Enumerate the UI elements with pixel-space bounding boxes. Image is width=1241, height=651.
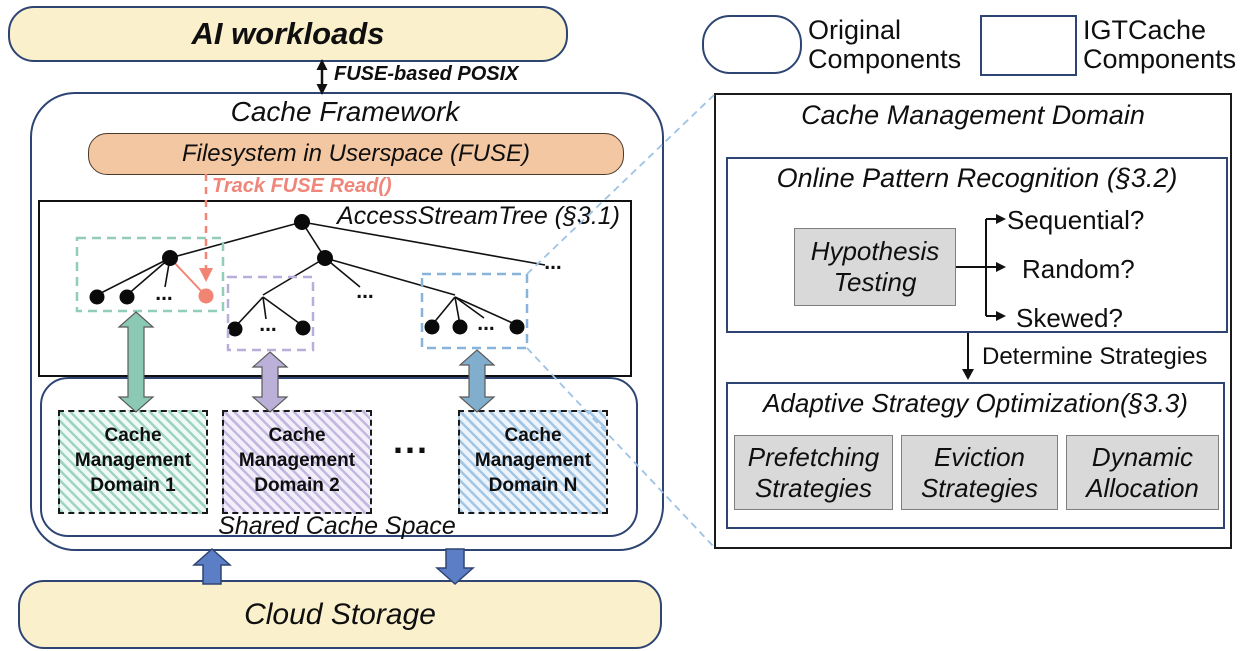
- legend-original-label: Original Components: [808, 15, 962, 74]
- cloud-storage-box: Cloud Storage: [18, 580, 662, 649]
- adaptive-strategy-optimization-box: [726, 382, 1225, 529]
- cache-management-domain-1: Cache Management Domain 1: [58, 410, 208, 514]
- hypothesis-testing-box: Hypothesis Testing: [794, 228, 956, 306]
- fuse-box: Filesystem in Userspace (FUSE): [88, 133, 624, 175]
- domain-line: Cache: [268, 425, 326, 446]
- eviction-strategies-box: Eviction Strategies: [901, 435, 1058, 510]
- tree-ellipsis: ...: [356, 280, 374, 303]
- online-pattern-recognition-box: [726, 157, 1228, 333]
- tree-ellipsis: ...: [477, 312, 495, 335]
- domain-line: Management: [474, 450, 592, 471]
- legend-original-shape: [702, 15, 802, 74]
- cache-management-domain-n: Cache Management Domain N: [458, 410, 608, 514]
- question-sequential: Sequential?: [1007, 205, 1145, 235]
- track-fuse-read-label: Track FUSE Read(): [212, 175, 392, 197]
- storage-down-arrow: [435, 548, 475, 586]
- legend-igtcache-shape: [980, 15, 1077, 76]
- domain-line: Domain 1: [90, 475, 176, 496]
- tree-ellipsis: ...: [155, 282, 173, 305]
- question-skewed: Skewed?: [1016, 303, 1123, 333]
- shared-cache-space-label: Shared Cache Space: [218, 512, 456, 540]
- legend-igtcache-label: IGTCache Components: [1083, 15, 1237, 74]
- domain-line: Domain 2: [254, 475, 340, 496]
- determine-strategies-label: Determine Strategies: [982, 343, 1208, 370]
- posix-double-arrow: [316, 59, 328, 95]
- ai-workloads-box: AI workloads: [8, 6, 568, 62]
- tree-ellipsis: ...: [259, 313, 277, 336]
- prefetching-strategies-box: Prefetching Strategies: [734, 435, 893, 510]
- dynamic-allocation-box: Dynamic Allocation: [1066, 435, 1219, 510]
- storage-up-arrow: [192, 547, 232, 585]
- cache-framework-title: Cache Framework: [230, 96, 460, 127]
- domain-line: Cache: [104, 425, 162, 446]
- panel-title: Cache Management Domain: [801, 100, 1145, 130]
- question-random: Random?: [1022, 254, 1135, 284]
- tree-ellipsis: ...: [544, 251, 562, 274]
- domains-ellipsis: ...: [392, 420, 429, 461]
- domain-line: Management: [74, 450, 192, 471]
- domain-line: Management: [238, 450, 356, 471]
- online-pattern-recognition-title: Online Pattern Recognition (§3.2): [776, 163, 1178, 193]
- fuse-posix-label: FUSE-based POSIX: [334, 63, 519, 85]
- access-stream-tree-title: AccessStreamTree (§3.1): [337, 202, 620, 230]
- domain-line: Domain N: [488, 475, 578, 496]
- cache-management-domain-2: Cache Management Domain 2: [222, 410, 372, 514]
- domain-line: Cache: [504, 425, 562, 446]
- adaptive-strategy-optimization-title: Adaptive Strategy Optimization(§3.3): [763, 388, 1188, 418]
